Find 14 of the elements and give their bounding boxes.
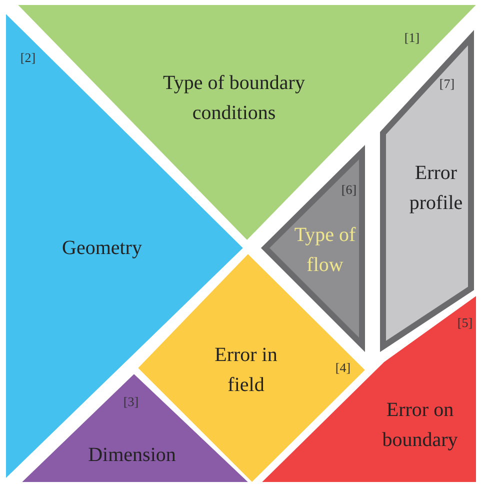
callout-number: [4] (335, 360, 351, 376)
tile-label: Geometry (61, 236, 143, 261)
callout-number: [5] (457, 315, 473, 331)
tile-label: Error on boundary (381, 398, 459, 453)
tile-label: Type of boundary conditions (162, 71, 306, 126)
callout-number: [2] (20, 50, 36, 66)
callout-number: [7] (439, 76, 455, 92)
callout-number: [3] (123, 394, 139, 410)
callout-number: [1] (404, 30, 420, 46)
tile-label: Dimension (87, 443, 177, 468)
callout-number: [6] (341, 182, 357, 198)
tile-label: Error profile (408, 161, 464, 216)
tile-label: Error in field (214, 343, 278, 398)
tile-label: Type of flow (293, 223, 357, 278)
